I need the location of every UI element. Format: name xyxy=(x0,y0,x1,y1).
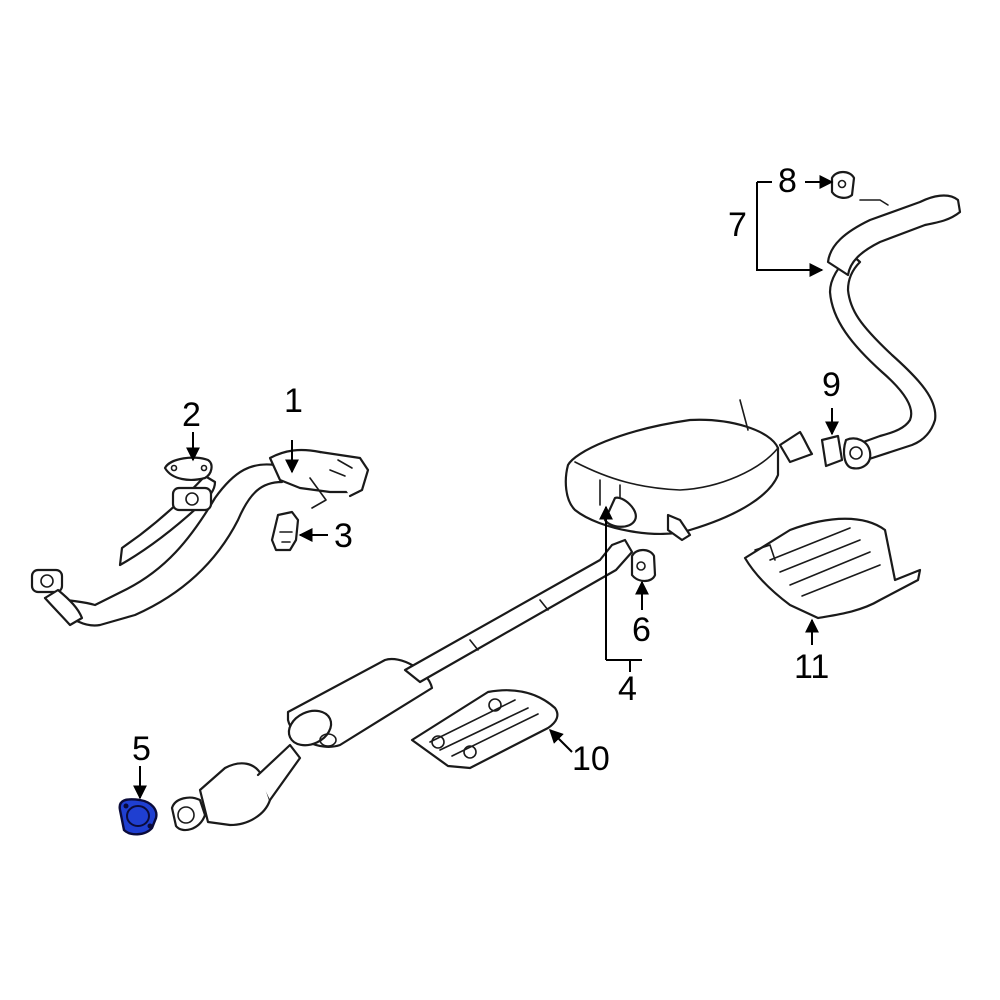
callout-3[interactable]: 3 xyxy=(334,517,353,555)
tailpipe xyxy=(778,194,962,464)
front-pipe-assembly xyxy=(30,448,370,627)
callout-2[interactable]: 2 xyxy=(182,396,201,434)
callout-labels: 1 2 3 4 5 6 7 8 9 10 11 xyxy=(132,162,841,778)
callout-1[interactable]: 1 xyxy=(284,382,303,420)
callout-8[interactable]: 8 xyxy=(778,162,797,200)
callout-9[interactable]: 9 xyxy=(822,366,841,404)
flange-gasket-5[interactable] xyxy=(118,798,158,836)
hanger-bracket-3 xyxy=(270,510,300,552)
callout-10[interactable]: 10 xyxy=(572,740,610,778)
resonator-muffler xyxy=(286,657,434,748)
heat-shield-11 xyxy=(743,517,922,620)
callout-6[interactable]: 6 xyxy=(632,611,651,649)
catalytic-converter xyxy=(170,743,302,832)
leader-lines xyxy=(133,175,839,800)
hanger-6 xyxy=(630,548,657,583)
heat-shield-10 xyxy=(410,689,559,770)
callout-4[interactable]: 4 xyxy=(618,670,637,708)
leader-7a xyxy=(756,182,824,277)
callout-11[interactable]: 11 xyxy=(794,648,829,686)
rubber-hanger-8 xyxy=(830,170,856,199)
leader-10 xyxy=(549,729,573,753)
callout-7[interactable]: 7 xyxy=(728,206,747,244)
gasket-2 xyxy=(163,456,213,481)
gasket-9 xyxy=(820,434,872,470)
callout-5[interactable]: 5 xyxy=(132,730,151,768)
center-pipe xyxy=(403,538,634,684)
rear-muffler xyxy=(564,399,780,542)
